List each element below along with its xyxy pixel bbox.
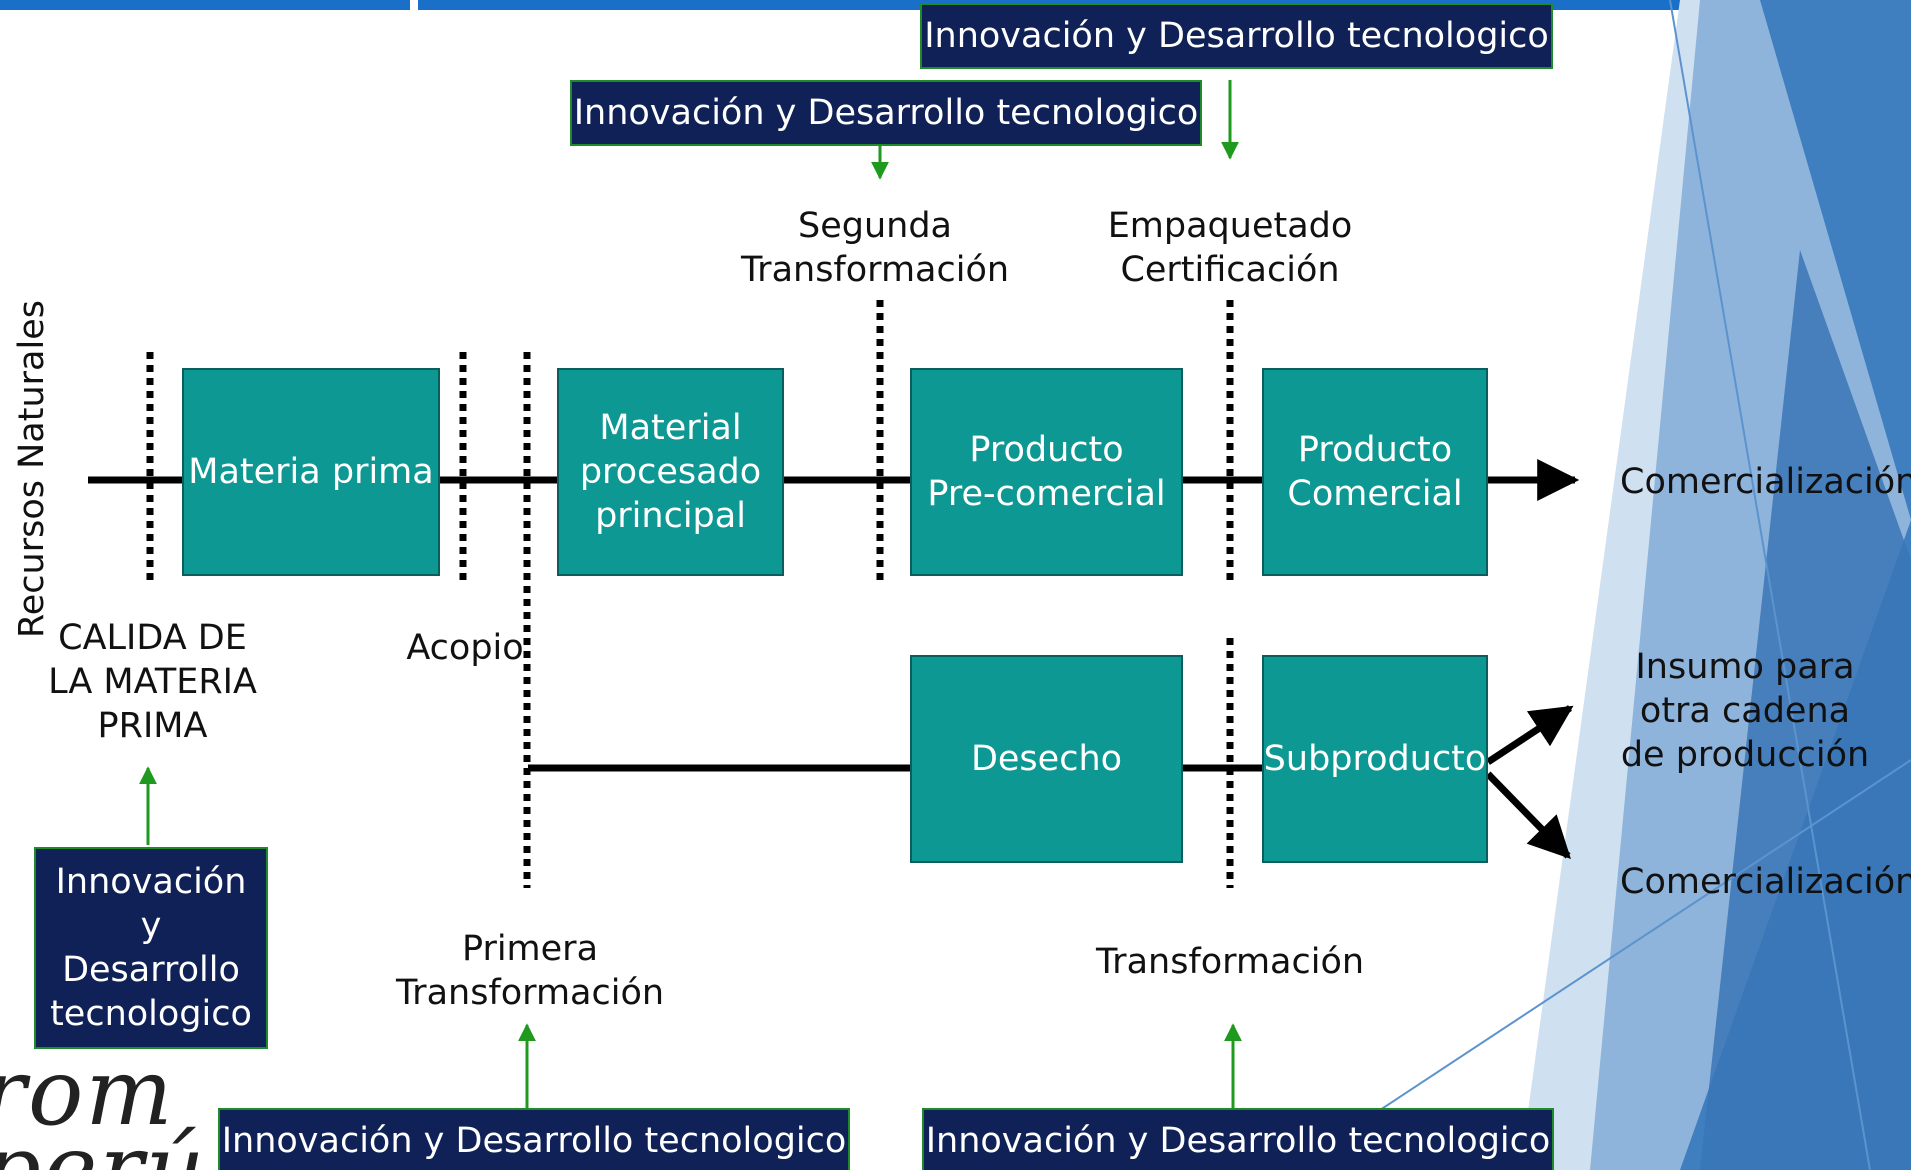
label-insumo-otra-cadena: Insumo para otra cadena de producción (1620, 647, 1870, 775)
box-materia-prima: Materia prima (182, 368, 440, 576)
side-line-1 (1669, 0, 1871, 1170)
box-desecho: Desecho (910, 655, 1183, 863)
innovation-box-left: Innovación y Desarrollo tecnologico (34, 847, 268, 1049)
label-calidad-materia-prima: CALIDA DE LA MATERIA PRIMA (48, 618, 257, 746)
box-material-procesado: Material procesado principal (557, 368, 784, 576)
label-segunda-transformacion: Segunda Transformación (740, 206, 1010, 290)
box-producto-precomercial: Producto Pre-comercial (910, 368, 1183, 576)
branch-arrow-up (1486, 705, 1574, 765)
side-shape-deep (1700, 250, 1911, 1170)
innovation-box-bottom-right: Innovación y Desarrollo tecnologico (922, 1108, 1554, 1170)
side-line-2 (1379, 759, 1911, 1111)
innovation-box-top-right: Innovación y Desarrollo tecnologico (920, 3, 1553, 69)
label-primera-transformacion: Primera Transformación (395, 929, 665, 1013)
box-materia-prima-label: Materia prima (188, 452, 434, 492)
header-tab (410, 0, 418, 10)
label-comercializacion-top: Comercialización (1620, 462, 1911, 502)
innovation-box-bottom-left: Innovación y Desarrollo tecnologico (218, 1108, 850, 1170)
box-material-procesado-label: Material procesado principal (579, 408, 762, 536)
box-desecho-label: Desecho (970, 739, 1123, 779)
box-producto-comercial-label: Producto Comercial (1287, 430, 1463, 514)
promperu-logo: rom perú (0, 1039, 207, 1170)
label-transformacion: Transformación (1095, 942, 1365, 982)
label-recursos-naturales: Recursos Naturales (12, 300, 52, 638)
box-subproducto-label: Subproducto (1263, 739, 1487, 779)
box-subproducto: Subproducto (1262, 655, 1488, 863)
box-producto-precomercial-label: Producto Pre-comercial (927, 430, 1166, 514)
innovation-box-top-mid: Innovación y Desarrollo tecnologico (570, 80, 1202, 146)
box-producto-comercial: Producto Comercial (1262, 368, 1488, 576)
label-empaquetado-certificacion: Empaquetado Certificación (1107, 206, 1353, 290)
label-comercializacion-bottom: Comercialización (1620, 862, 1911, 902)
branch-arrow-down (1485, 771, 1571, 860)
label-acopio: Acopio (406, 628, 524, 668)
